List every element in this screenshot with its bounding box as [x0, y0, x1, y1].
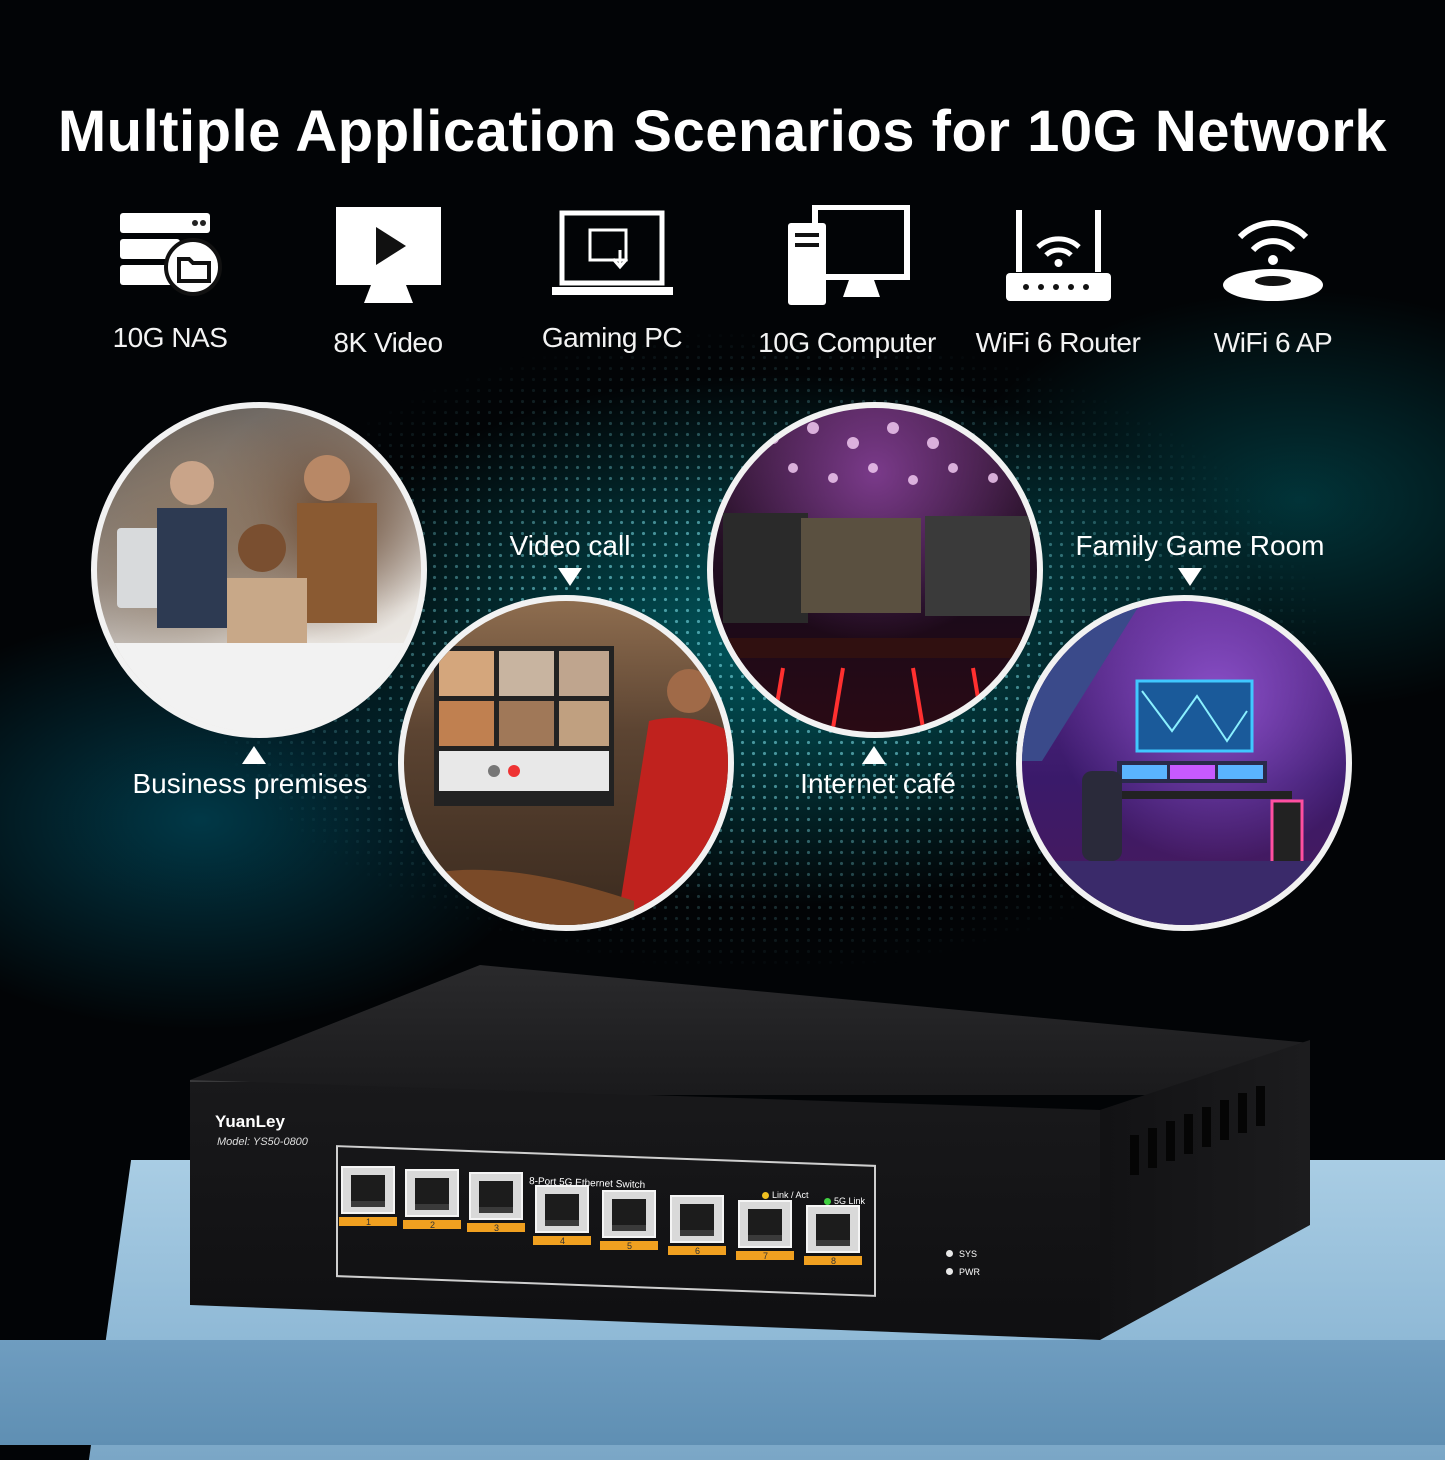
link-act-led [762, 1192, 769, 1199]
gaming-cafe-scene-illustration [713, 422, 1037, 729]
vent-slot [1184, 1114, 1193, 1154]
ethernet-port-6[interactable] [670, 1195, 724, 1243]
application-icon-row: 10G NAS 8K Video Gaming PC 10G Computer [0, 205, 1445, 365]
brand-logo: YuanLey [215, 1112, 285, 1131]
vent-slot [1202, 1107, 1211, 1147]
port-number: 6 [695, 1246, 701, 1256]
table-front-edge [0, 1340, 1445, 1445]
port-bar [668, 1246, 726, 1255]
application-label: WiFi 6 Router [975, 327, 1141, 358]
port-bar [403, 1220, 461, 1229]
port-number: 7 [763, 1251, 769, 1261]
video-call-scene-illustration [404, 646, 728, 925]
port-number: 3 [494, 1223, 500, 1233]
caption-arrow-up [242, 746, 266, 764]
port-number: 1 [366, 1217, 372, 1227]
wifi-access-point-icon [1223, 220, 1323, 301]
application-item-ap: WiFi 6 AP [1158, 205, 1388, 359]
game-room-scene-illustration [1022, 601, 1346, 925]
port-number: 8 [831, 1256, 837, 1266]
scenario-photo-business [91, 402, 427, 738]
port-bar [533, 1236, 591, 1245]
ethernet-port-8[interactable] [806, 1205, 860, 1253]
port-bar [339, 1217, 397, 1226]
scenario-caption-game-room: Family Game Room [1075, 530, 1325, 561]
port-bar [736, 1251, 794, 1260]
ethernet-port-3[interactable] [469, 1172, 523, 1220]
video-monitor-icon [335, 207, 441, 303]
port-number: 5 [627, 1241, 633, 1251]
scenario-caption-internet-cafe: Internet café [800, 768, 956, 799]
vent-slot [1238, 1093, 1247, 1133]
pwr-led [946, 1268, 953, 1275]
vent-slot [1256, 1086, 1265, 1126]
desktop-computer-icon [787, 205, 910, 305]
caption-arrow-up [862, 746, 886, 764]
vent-slot [1220, 1100, 1229, 1140]
page-title: Multiple Application Scenarios for 10G N… [57, 99, 1388, 164]
application-label: 10G Computer [758, 327, 936, 358]
5g-link-led [824, 1198, 831, 1205]
application-item-nas: 10G NAS [55, 205, 285, 354]
sys-led [946, 1250, 953, 1257]
sys-label: SYS [959, 1249, 978, 1259]
link-act-label: Link / Act [772, 1190, 809, 1200]
5g-link-label: 5G Link [834, 1196, 866, 1206]
scenario-photo-internet-cafe [707, 402, 1043, 738]
pwr-label: PWR [959, 1267, 980, 1277]
scenario-caption-business: Business premises [132, 768, 368, 799]
application-item-router: WiFi 6 Router [943, 205, 1173, 359]
port-bar [467, 1223, 525, 1232]
port-number: 4 [560, 1236, 566, 1246]
wifi-router-icon [1005, 210, 1111, 301]
ethernet-port-7[interactable] [738, 1200, 792, 1248]
application-label: Gaming PC [541, 322, 683, 353]
application-label: WiFi 6 AP [1213, 327, 1333, 358]
ethernet-port-4[interactable] [535, 1185, 589, 1233]
port-bar [804, 1256, 862, 1265]
ethernet-port-2[interactable] [405, 1169, 459, 1217]
application-item-gaming: Gaming PC [497, 205, 727, 354]
scenario-caption-video-call: Video call [509, 530, 631, 561]
gaming-laptop-icon [551, 210, 673, 295]
ethernet-port-5[interactable] [602, 1190, 656, 1238]
application-label: 8K Video [333, 327, 443, 358]
port-bar [600, 1241, 658, 1250]
ethernet-port-1[interactable] [341, 1166, 395, 1214]
caption-arrow-down [1178, 568, 1202, 586]
vent-slot [1148, 1128, 1157, 1168]
application-label: 10G NAS [112, 322, 228, 353]
scenario-photo-game-room [1016, 595, 1352, 931]
vent-slot [1166, 1121, 1175, 1161]
model-number: Model: YS50-0800 [217, 1136, 308, 1148]
caption-arrow-down [558, 568, 582, 586]
application-item-computer: 10G Computer [732, 205, 962, 359]
application-item-video: 8K Video [273, 205, 503, 359]
scenario-photo-video-call [398, 595, 734, 931]
vent-slot [1130, 1135, 1139, 1175]
port-number: 2 [430, 1220, 436, 1230]
nas-server-icon [120, 213, 222, 296]
office-scene-illustration [97, 455, 421, 732]
